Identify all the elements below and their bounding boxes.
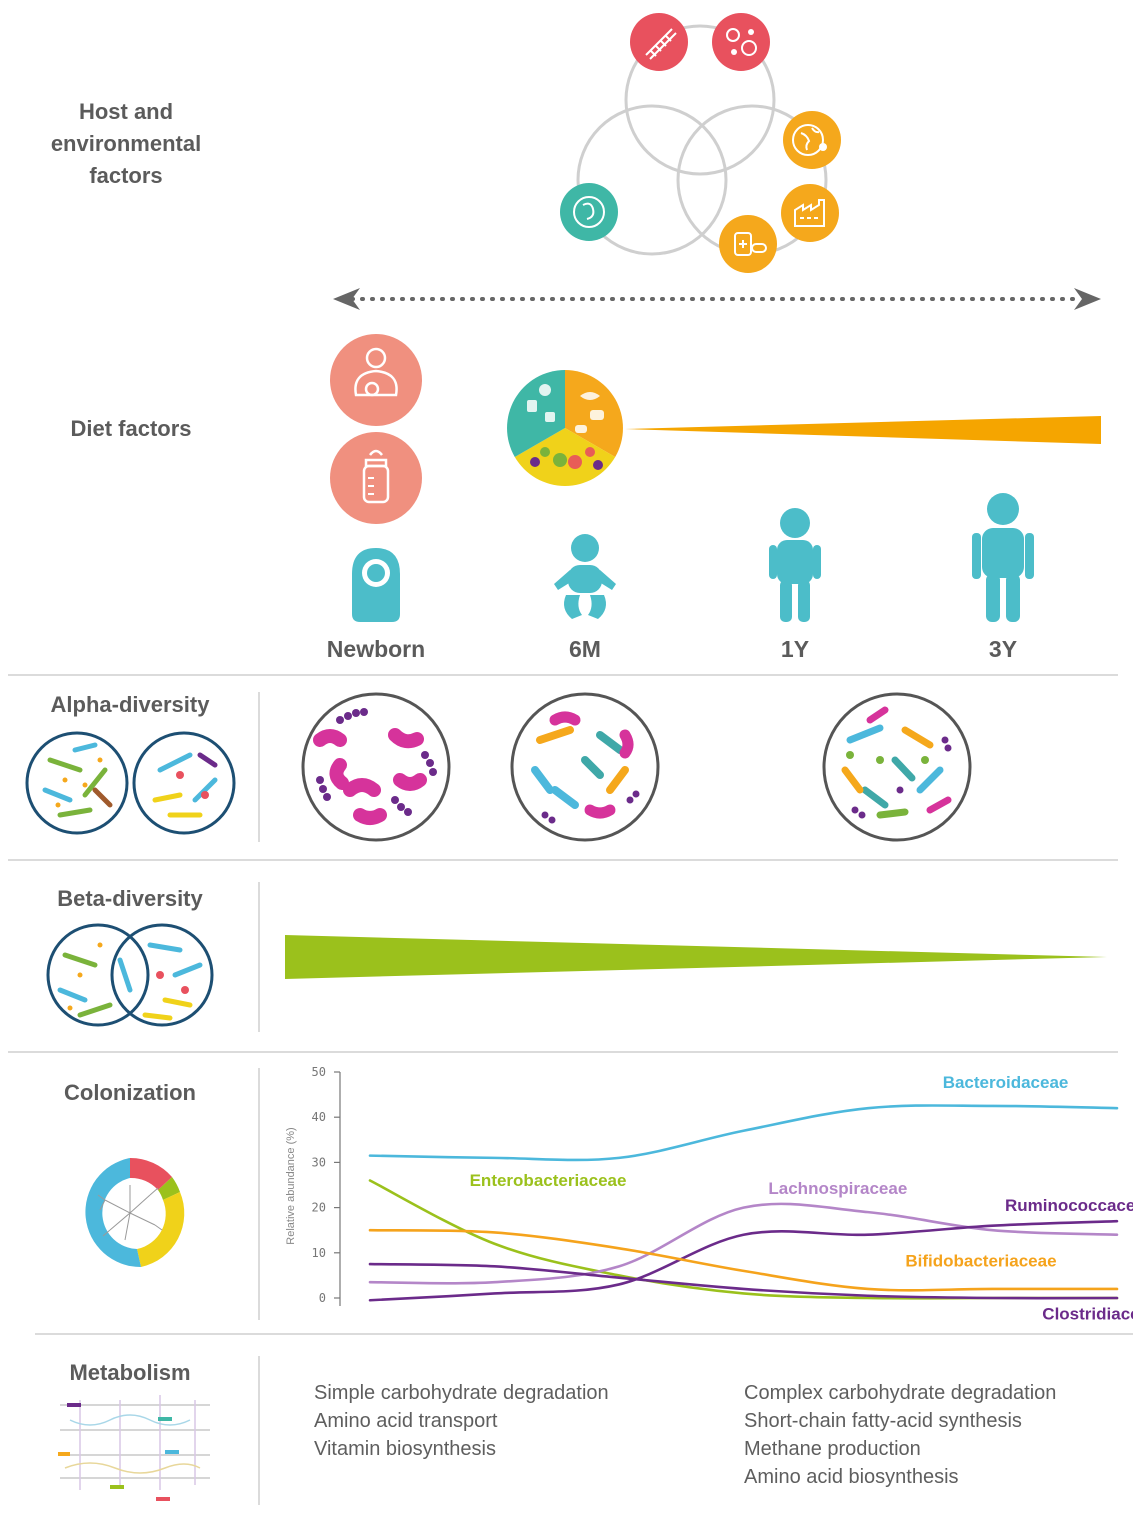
series-line-clostridiaceae [368,1262,1119,1300]
timeline-1y: 1Y [780,636,810,662]
fetus-icon [560,183,618,241]
alpha-dish-b [132,731,236,835]
newborn-icon [352,548,400,622]
y-tick-label: 0 [319,1291,326,1305]
metabolism-late-list: Complex carbohydrate degradation Short-c… [744,1379,1056,1491]
y-tick-label: 30 [312,1155,326,1169]
series-label-bifidobacteriaceae: Bifidobacteriaceae [905,1251,1056,1270]
y-tick-label: 50 [312,1065,326,1079]
beta-diversity-label: Beta-diversity [57,886,203,911]
metabolic-network-icon [58,1395,210,1501]
cells-icon [712,13,770,71]
y-tick-label: 10 [312,1246,326,1260]
metabolism-late-item: Methane production [744,1438,921,1460]
medication-icon [719,215,777,273]
series-label-clostridiaceae: Clostridiaceae [1042,1305,1133,1324]
y-tick-label: 40 [312,1110,326,1124]
series-line-bacteroidaceae [368,1104,1119,1162]
host-env-label-line-1: Host and [78,99,174,124]
series-label-lachnospiraceae: Lachnospiraceae [768,1179,907,1198]
metabolism-early-item: Amino acid transport [314,1410,498,1432]
child-icon [972,493,1034,622]
diet-factors-label: Diet factors [70,416,192,441]
series-label-bacteroidaceae: Bacteroidaceae [943,1073,1069,1092]
phylogeny-donut [85,1157,185,1268]
host-env-label-line-3: factors [89,163,163,188]
section-dividers [8,674,1133,1505]
metabolism-late-item: Amino acid biosynthesis [744,1466,959,1488]
baby-bottle-icon [330,432,422,524]
timeline-newborn: Newborn [326,636,426,662]
alpha-dish-3y [822,692,972,842]
colonization-label: Colonization [64,1080,196,1105]
globe-icon [783,111,841,169]
alpha-dish-6m [510,692,660,842]
series-line-lachnospiraceae [368,1202,1119,1285]
factory-icon [781,184,839,242]
metabolism-label: Metabolism [69,1360,191,1385]
host-env-label-line-2: environmental [50,131,202,156]
timeline-arrow [333,288,1101,310]
food-plate-icon [507,370,623,486]
metabolism-late-item: Complex carbohydrate degradation [744,1382,1057,1404]
alpha-dish-a [25,731,129,835]
series-line-bifidobacteriaceae [368,1228,1119,1292]
timeline-6m: 6M [569,636,601,662]
metabolism-early-list: Simple carbohydrate degradation Amino ac… [314,1379,609,1463]
dna-icon [630,13,688,71]
series-label-ruminococcaceae: Ruminococcaceae [1005,1196,1133,1215]
beta-dish-pair [46,923,214,1027]
beta-diversity-wedge [285,935,1107,979]
host-env-label: Host and environmental factors [20,96,232,192]
breastfeeding-icon [330,334,422,426]
y-axis-label: Relative abundance (%) [285,1127,297,1244]
timeline-3y: 3Y [988,636,1018,662]
series-line-ruminococcaceae [368,1219,1119,1302]
toddler-icon [769,508,821,622]
infant-icon [554,534,616,619]
metabolism-early-item: Simple carbohydrate degradation [314,1382,609,1404]
diet-factor-wedge [625,416,1101,444]
metabolism-early-item: Vitamin biosynthesis [314,1438,496,1460]
y-tick-label: 20 [312,1201,326,1215]
alpha-dish-newborn [301,692,451,842]
series-label-enterobacteriaceae: Enterobacteriaceae [470,1171,627,1190]
metabolism-late-item: Short-chain fatty-acid synthesis [744,1410,1022,1432]
alpha-diversity-label: Alpha-diversity [50,692,210,717]
